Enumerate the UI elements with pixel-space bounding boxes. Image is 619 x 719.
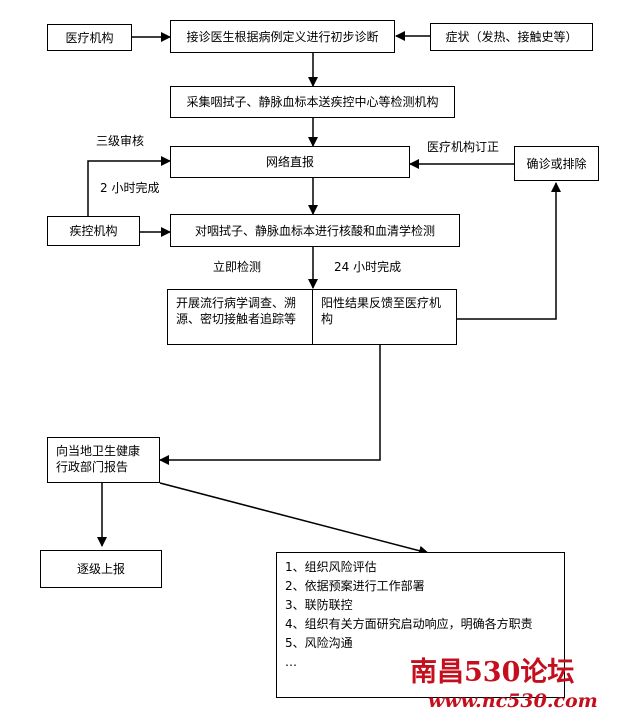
action-item: 3、联防联控 [285, 598, 353, 612]
action-item: … [285, 655, 297, 669]
initial-diagnosis-box: 接诊医生根据病例定义进行初步诊断 [170, 20, 395, 53]
nucleic-serology-test-label: 对咽拭子、静脉血标本进行核酸和血清学检测 [194, 223, 435, 238]
symptoms-label: 症状（发热、接触史等） [445, 30, 578, 44]
action-item: 1、组织风险评估 [285, 560, 377, 574]
report-health-dept-label: 向当地卫生健康行政部门报告 [56, 444, 141, 474]
cdc-box: 疾控机构 [47, 216, 140, 246]
arrow-health-dept-to-actions [159, 482, 429, 556]
confirm-or-exclude-box: 确诊或排除 [514, 146, 599, 181]
immediate-test-label: 立即检测 [213, 260, 262, 274]
watermark-name: 南昌530论坛 [410, 657, 575, 688]
medical-institution-label: 医疗机构 [65, 30, 114, 45]
three-level-review-label: 三级审核 [96, 134, 145, 148]
network-report-label: 网络直报 [265, 155, 314, 169]
positive-feedback-box: 阳性结果反馈至医疗机构 [312, 289, 457, 345]
medical-correction-label: 医疗机构订正 [427, 140, 500, 154]
site-watermark: 南昌530论坛 www.nc530.com [410, 650, 615, 718]
network-report-box: 网络直报 [170, 146, 410, 178]
action-item: 5、风险沟通 [285, 636, 353, 650]
watermark-url: www.nc530.com [428, 690, 598, 712]
initial-diagnosis-label: 接诊医生根据病例定义进行初步诊断 [186, 29, 379, 44]
action-item: 4、组织有关方面研究启动响应，明确各方职责 [285, 617, 533, 631]
report-upward-label: 逐级上报 [76, 562, 125, 576]
two-hours-label: 2 小时完成 [100, 181, 160, 195]
medical-institution-box: 医疗机构 [47, 24, 132, 51]
cdc-label: 疾控机构 [69, 224, 118, 238]
positive-feedback-label: 阳性结果反馈至医疗机构 [321, 296, 442, 326]
epidemiology-survey-box: 开展流行病学调查、溯源、密切接触者追踪等 [167, 289, 314, 345]
sample-collection-label: 采集咽拭子、静脉血标本送疾控中心等检测机构 [186, 95, 439, 109]
report-upward-box: 逐级上报 [40, 550, 162, 588]
symptoms-box: 症状（发热、接触史等） [430, 23, 593, 51]
actions-list-box: 1、组织风险评估 2、依据预案进行工作部署 3、联防联控 4、组织有关方面研究启… [276, 552, 565, 698]
action-item: 2、依据预案进行工作部署 [285, 579, 425, 593]
sample-collection-box: 采集咽拭子、静脉血标本送疾控中心等检测机构 [170, 86, 455, 118]
line-cdc-review-to-report [87, 156, 171, 216]
line-results-to-confirm [456, 182, 561, 320]
epidemiology-survey-label: 开展流行病学调查、溯源、密切接触者追踪等 [176, 296, 297, 326]
line-results-to-health-dept [159, 345, 381, 465]
nucleic-serology-test-box: 对咽拭子、静脉血标本进行核酸和血清学检测 [170, 214, 460, 247]
report-health-dept-box: 向当地卫生健康行政部门报告 [47, 437, 160, 483]
confirm-or-exclude-label: 确诊或排除 [526, 156, 587, 171]
within-24h-label: 24 小时完成 [334, 260, 402, 274]
